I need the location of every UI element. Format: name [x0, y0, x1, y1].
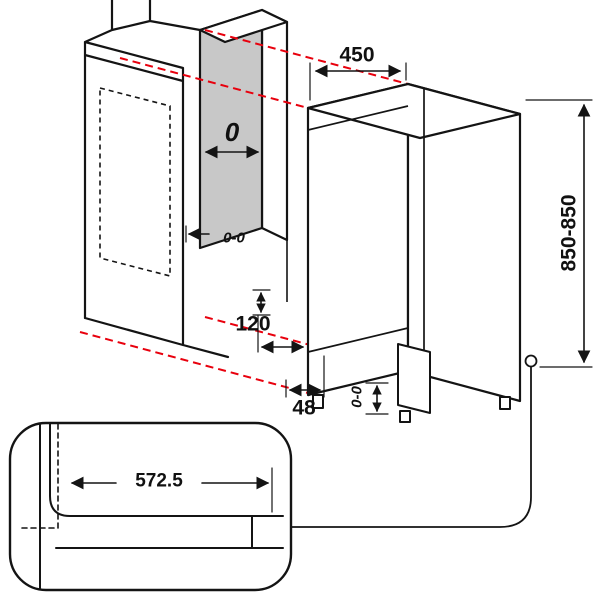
dim-side-gap-range-label: 0-0 [223, 229, 245, 247]
dim-width-label: 450 [339, 43, 375, 67]
detail-inset [8, 421, 293, 592]
dim-plinth-recess-label: 120 [235, 312, 271, 336]
cabinet-hidden-edges [99, 86, 171, 278]
dim-plinth-height-label: 48 [292, 396, 316, 420]
dim-side-gap-label: 0 [224, 117, 240, 147]
dim-height-label: 850-850 [557, 194, 581, 272]
dishwasher-linework [306, 82, 522, 423]
detail-marker-circle [524, 354, 538, 368]
cabinet-linework [83, 0, 230, 359]
dim-plinth-depth-label: 572.5 [135, 470, 183, 492]
dimension-lines [185, 62, 593, 415]
dim-foot-adjust-label: 0-0 [348, 386, 366, 408]
detail-leader-line [291, 367, 532, 528]
spacer-panel [198, 8, 289, 302]
